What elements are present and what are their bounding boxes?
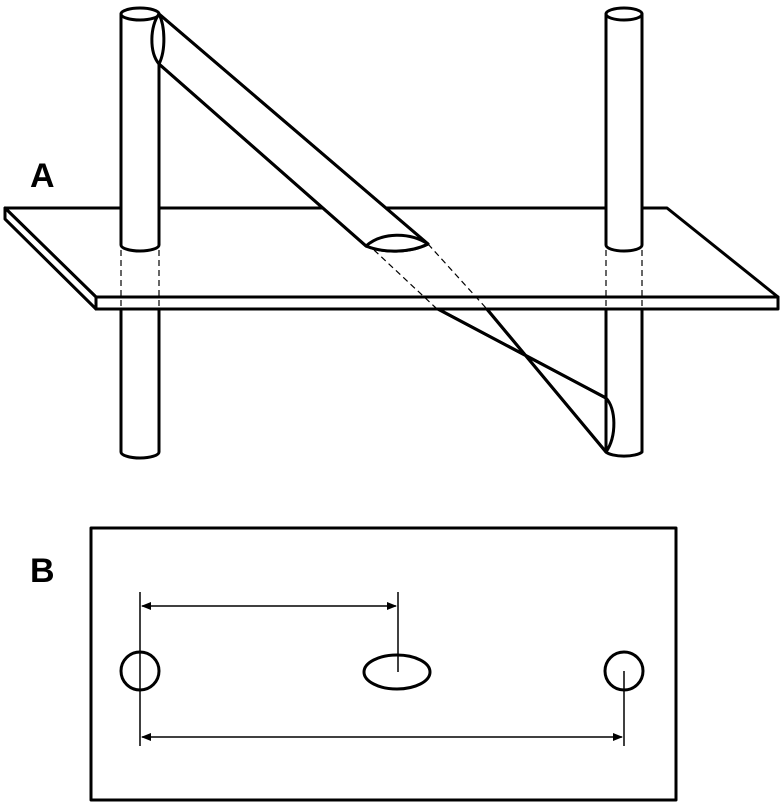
panel-b-label: B [30,552,55,590]
panel-a-diagram [3,6,780,460]
right-post-upper [604,6,644,253]
diagonal-rod-lower [434,306,608,454]
diagonal-rod-upper [150,12,430,253]
left-post-lower [119,306,161,460]
panel-b-diagram [89,526,678,802]
left-post-upper [119,6,161,253]
projection-lines [120,243,643,309]
panel-a-label: A [30,157,55,195]
middle-oval-hole [362,653,432,691]
slide-outline [89,526,678,802]
